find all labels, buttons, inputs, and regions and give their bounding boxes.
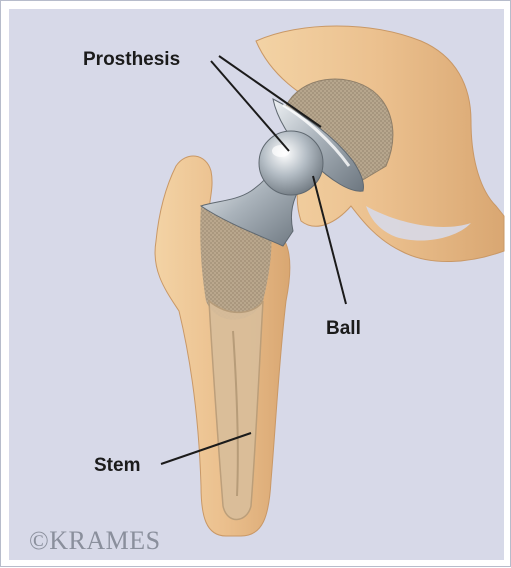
prosthesis-label: Prosthesis (83, 50, 180, 69)
ball-highlight (272, 145, 290, 157)
stem-label: Stem (94, 456, 140, 475)
ball-label: Ball (326, 319, 361, 338)
copyright-notice: ©KRAMES (29, 528, 161, 554)
femoral-head-ball (259, 131, 323, 195)
